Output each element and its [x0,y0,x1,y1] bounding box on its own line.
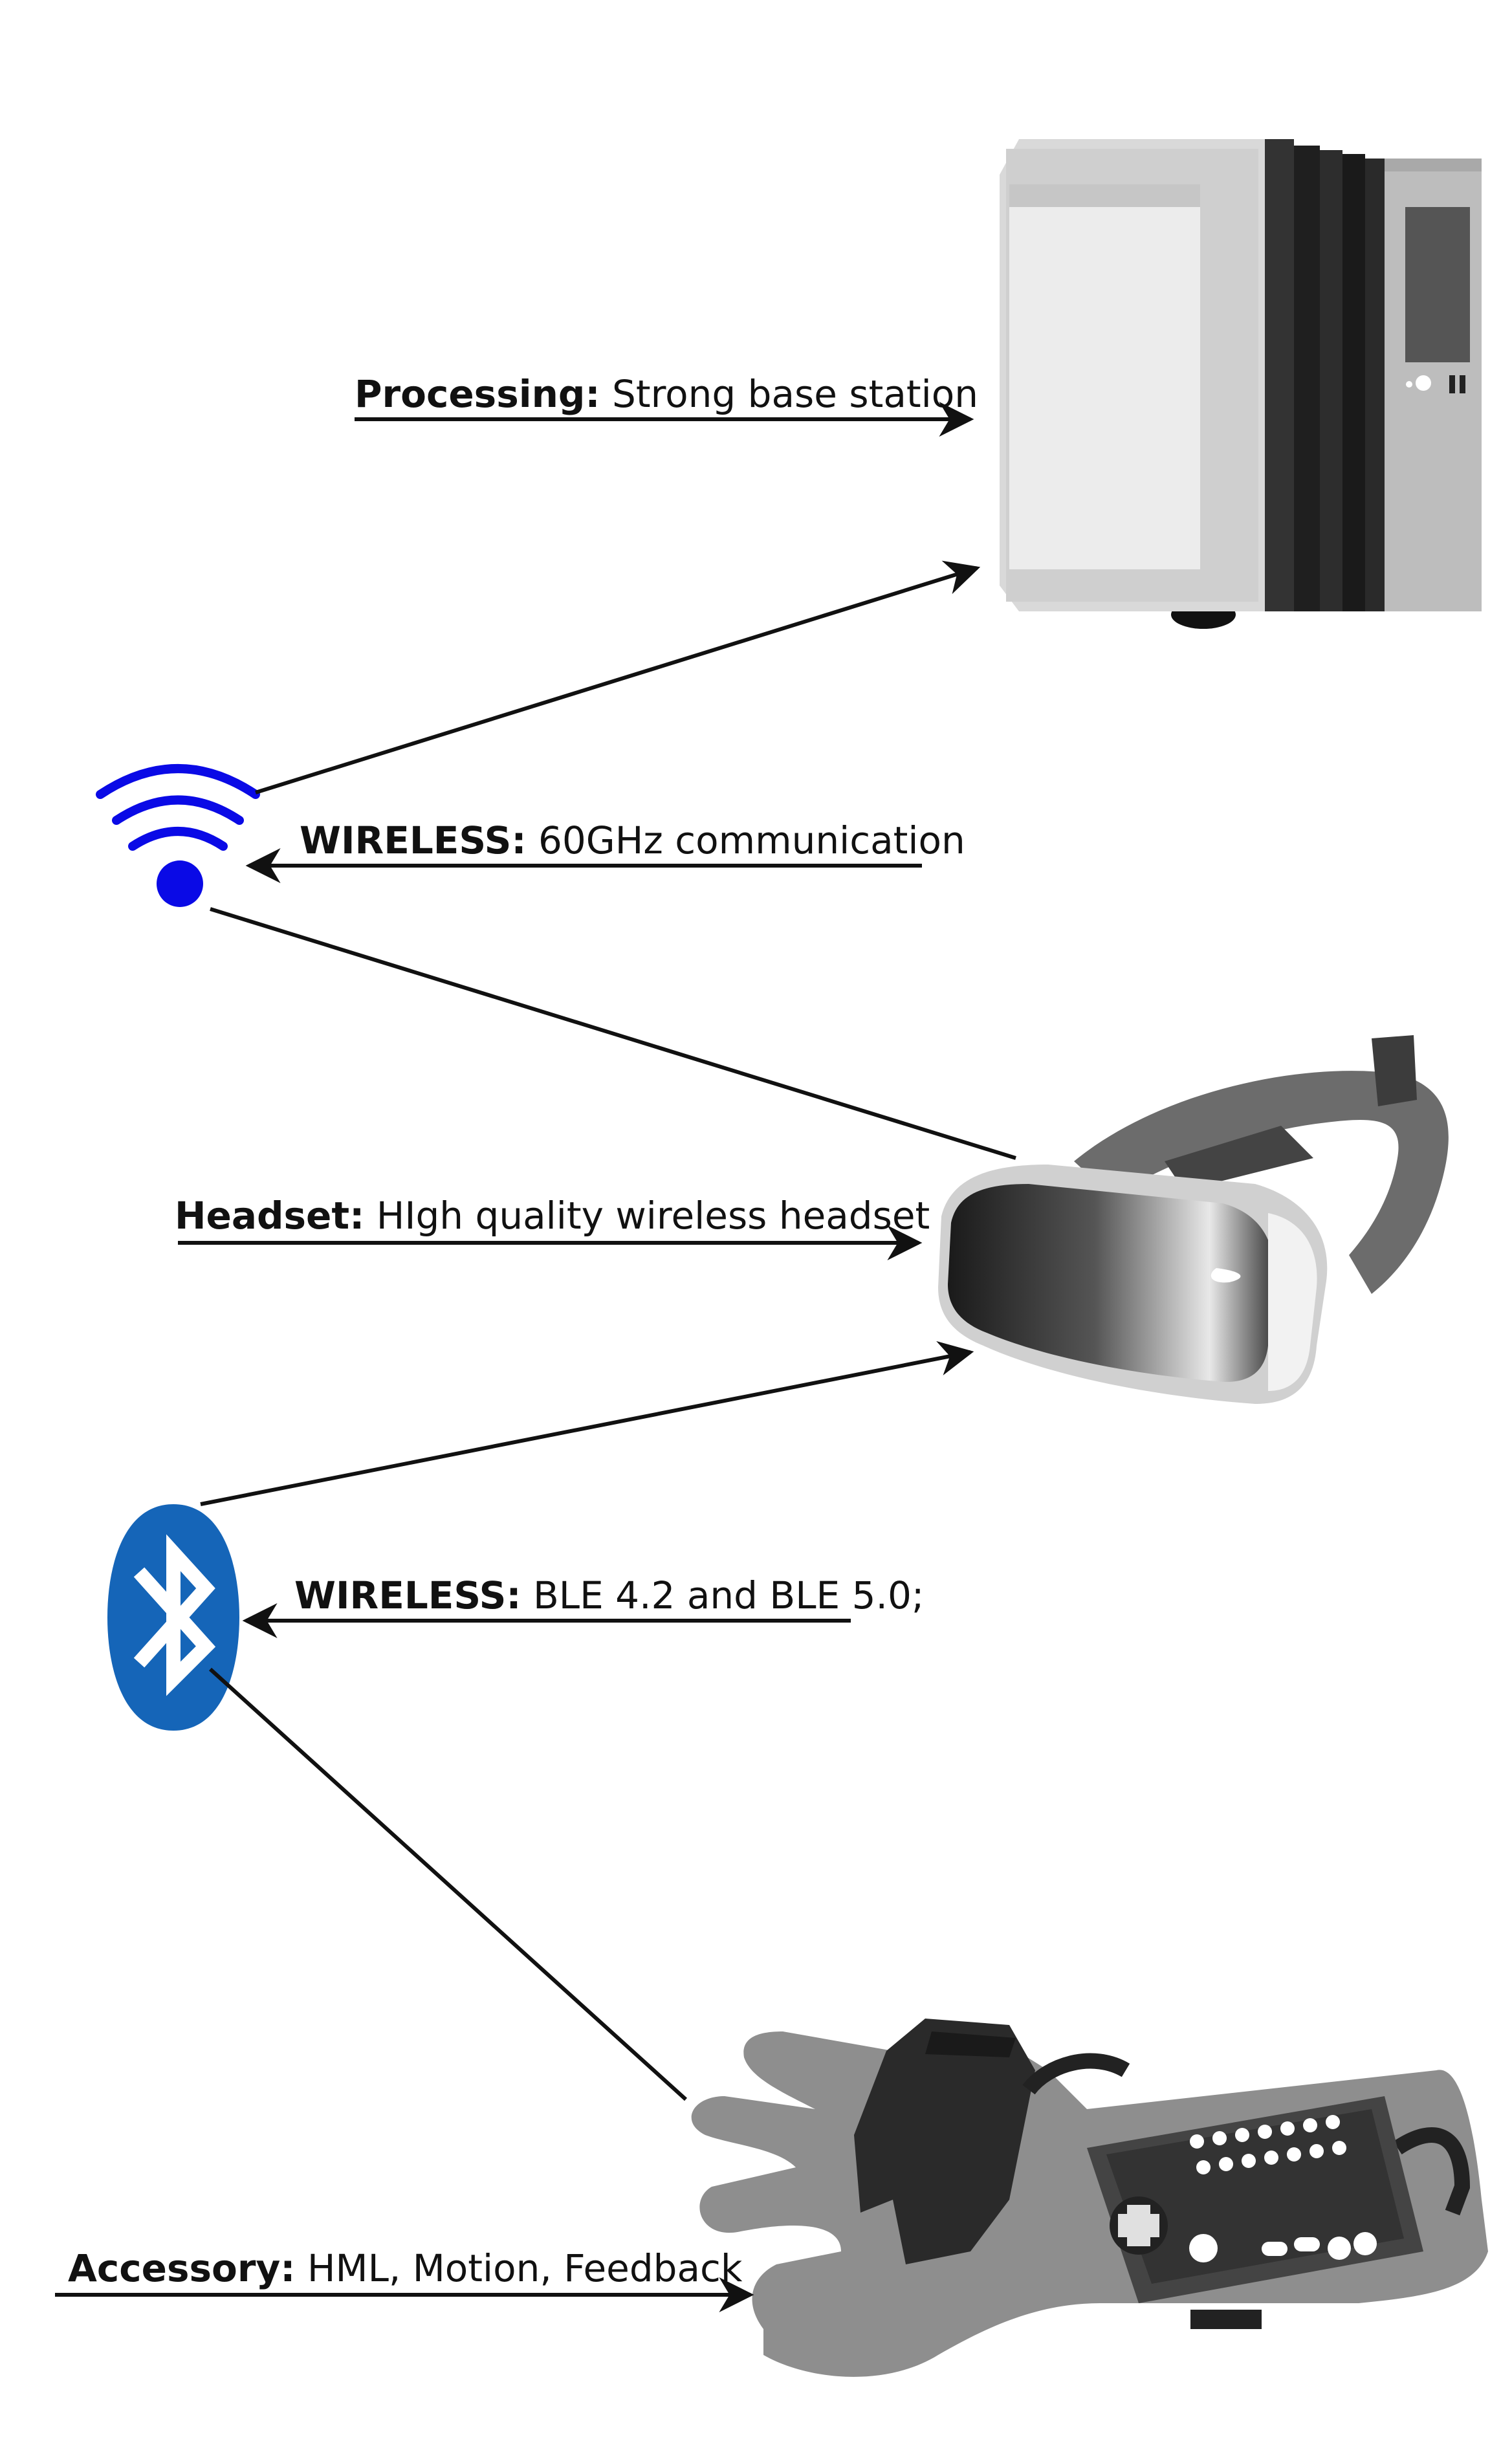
accessory-key: Accessory: [68,2246,296,2290]
accessory-label: Accessory: HML, Motion, Feedback [68,2249,742,2287]
processing-label: Processing: Strong base station [355,375,978,413]
bluetooth-icon [107,1504,239,1731]
wireless-60ghz-text: 60GHz communication [538,818,965,862]
connector-wifi-to-headset [210,907,1016,1160]
computer-tower-icon [1000,139,1482,629]
wireless-ble-key: WIRELESS: [294,1573,521,1617]
vr-headset-icon [938,1035,1449,1404]
wifi-icon [96,764,260,907]
wireless-60ghz-key: WIRELESS: [300,818,527,862]
connector-bluetooth-to-headset [200,1341,974,1506]
wireless-ble-label: WIRELESS: BLE 4.2 and BLE 5.0; [294,1577,924,1614]
headset-key: Headset: [175,1194,365,1238]
wireless-60ghz-label: WIRELESS: 60GHz communication [300,822,965,859]
power-glove-icon [691,2019,1488,2377]
accessory-text: HML, Motion, Feedback [307,2246,743,2290]
wireless-ble-text: BLE 4.2 and BLE 5.0; [533,1573,925,1617]
processing-text: Strong base station [612,372,978,416]
processing-key: Processing: [355,372,600,416]
connector-wifi-to-computer [255,560,981,794]
headset-text: HIgh quality wireless headset [376,1194,930,1238]
headset-label: Headset: HIgh quality wireless headset [175,1197,930,1234]
connector-bluetooth-to-glove [208,1667,688,2101]
